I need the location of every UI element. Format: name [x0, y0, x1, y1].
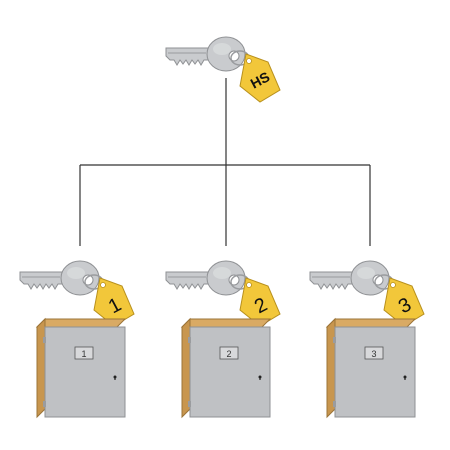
key-icon — [165, 36, 250, 72]
master-key: HS — [165, 36, 281, 103]
key-icon — [165, 260, 250, 296]
key-3: 3 — [309, 260, 425, 327]
door-label-plate-3 — [364, 346, 384, 360]
key-icon — [309, 260, 394, 296]
locker-2: 2 — [181, 318, 271, 418]
cabinet-icon — [36, 318, 126, 418]
key-1: 1 — [19, 260, 135, 327]
connector-lines — [79, 78, 371, 246]
cabinet-icon — [181, 318, 271, 418]
key-icon — [19, 260, 104, 296]
locker-1: 1 — [36, 318, 126, 418]
door-label-plate-1 — [74, 346, 94, 360]
cabinet-icon — [326, 318, 416, 418]
locker-2-door-label: 2 — [226, 349, 231, 359]
locker-1-door-label: 1 — [81, 349, 86, 359]
key-2: 2 — [165, 260, 281, 327]
locker-3: 3 — [326, 318, 416, 418]
door-label-plate-2 — [219, 346, 239, 360]
locker-3-door-label: 3 — [371, 349, 376, 359]
